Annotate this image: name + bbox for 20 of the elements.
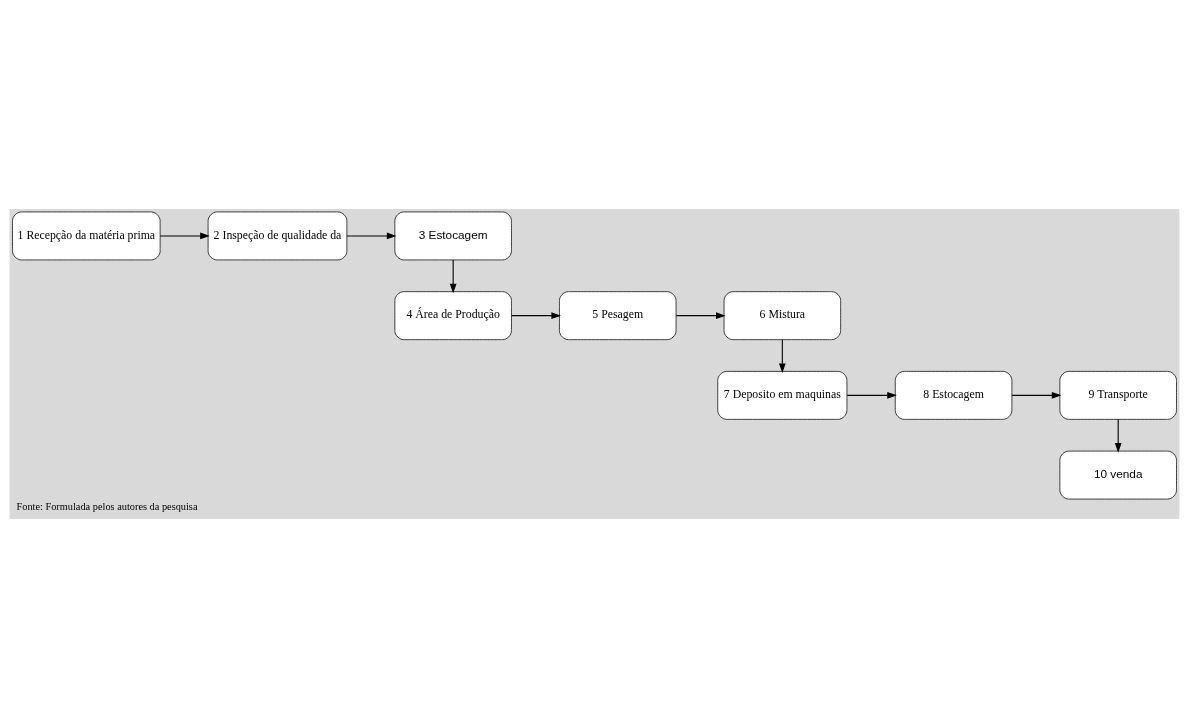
- node-box: 9 Transporte: [1059, 371, 1177, 420]
- arrow: [846, 392, 897, 399]
- node-box: 10 venda: [1059, 450, 1177, 500]
- arrow: [346, 232, 397, 240]
- arrow: [449, 259, 457, 294]
- arrow: [1114, 418, 1122, 453]
- node-box: 2 Inspeção de qualidade da: [207, 211, 348, 261]
- node-box: 6 Mistura: [723, 291, 841, 340]
- node-box: 1 Recepção da matéria prima: [12, 211, 161, 261]
- arrow: [511, 312, 561, 320]
- caption: Fonte: Formulada pelos autores da pesquisa: [16, 501, 198, 513]
- node-box: 5 Pesagem: [559, 291, 677, 340]
- node-box: 4 Área de Produção: [394, 291, 512, 340]
- node-box: 3 Estocagem: [394, 211, 512, 261]
- arrow: [159, 232, 210, 240]
- node-box: 8 Estocagem: [894, 371, 1013, 420]
- arrow: [675, 312, 726, 320]
- node-box: 7 Deposito em maquinas: [717, 371, 848, 420]
- arrow: [778, 339, 786, 373]
- arrow: [1011, 392, 1062, 399]
